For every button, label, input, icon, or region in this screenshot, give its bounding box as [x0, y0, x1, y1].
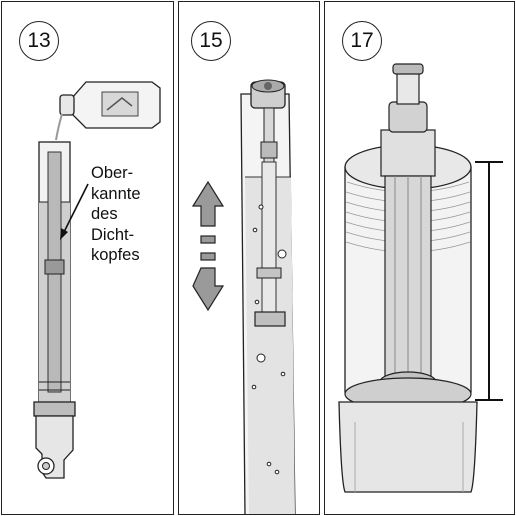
up-down-arrow-icon: [191, 180, 225, 312]
caption-line: des: [91, 205, 118, 223]
dimension-bracket-icon: [475, 161, 503, 401]
oil-bottle-icon: [55, 81, 161, 141]
caption-line: kopfes: [91, 246, 140, 264]
step-panel-13: 13: [1, 1, 174, 515]
oil-level-measure-illustration: [338, 63, 503, 493]
step-panel-17: 17: [324, 1, 515, 515]
fork-tube: [33, 141, 76, 479]
caption-line: kannte: [91, 184, 141, 203]
fork-tube: [240, 79, 296, 514]
step-number-13: 13: [19, 21, 59, 61]
fork-pump-illustration: [191, 79, 296, 514]
step-number-17: 17: [342, 21, 382, 61]
seal-head-caption: Ober- kannte des Dicht- kopfes: [91, 163, 141, 266]
caption-line: Dicht-: [91, 225, 135, 244]
fork-tube: [338, 63, 478, 493]
pointer-arrow: [60, 183, 89, 240]
step-number-15: 15: [191, 21, 231, 61]
fork-oil-fill-illustration: [33, 81, 161, 479]
step-panel-15: 15: [178, 1, 320, 515]
caption-line: Ober-: [91, 164, 134, 182]
